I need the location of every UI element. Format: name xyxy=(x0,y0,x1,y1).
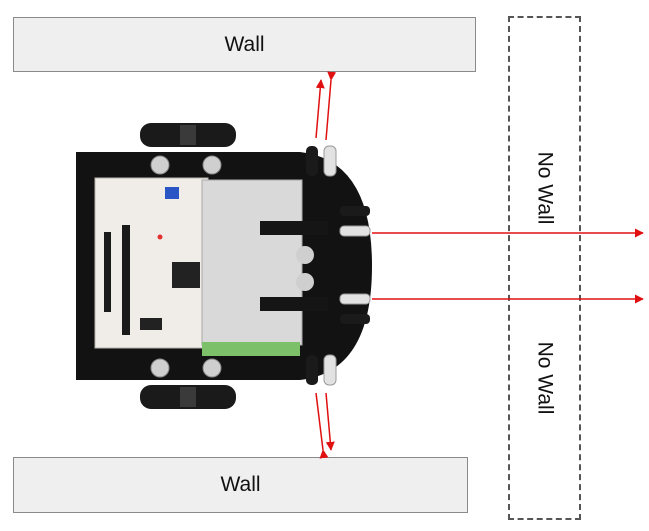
header-pins-1 xyxy=(122,225,130,335)
microcontroller-chip xyxy=(172,262,200,288)
mounting-posts xyxy=(150,155,222,378)
arrow-top-return xyxy=(325,71,337,141)
bracket-hole-bottom xyxy=(296,273,314,291)
reset-button xyxy=(165,187,179,199)
wall-top: Wall xyxy=(13,17,476,72)
wall-bottom: Wall xyxy=(13,457,468,513)
wheel-bottom xyxy=(140,385,236,409)
sensor-top-left xyxy=(306,146,318,176)
bracket-top xyxy=(260,221,328,235)
wheel-top xyxy=(140,123,236,147)
led-red xyxy=(157,234,163,240)
arrow-top-out xyxy=(315,79,325,139)
battery-cover xyxy=(201,179,303,346)
green-terminal xyxy=(202,342,300,356)
signal-arrows xyxy=(315,71,644,459)
wall-top-label: Wall xyxy=(224,32,265,56)
arrow-bottom-out xyxy=(315,392,329,459)
bracket-hole-top xyxy=(296,246,314,264)
sensor-front-upper xyxy=(339,206,371,237)
header-pins-2 xyxy=(104,232,111,312)
sensor-top-right xyxy=(323,145,337,177)
bracket-bottom xyxy=(260,297,328,311)
sensor-bottom-left xyxy=(306,355,318,385)
no-wall-zone: No Wall No Wall xyxy=(508,16,581,520)
arrow-bottom-return xyxy=(325,392,335,451)
sensor-bottom-right xyxy=(323,354,337,386)
wall-bottom-label: Wall xyxy=(220,473,261,496)
small-chip xyxy=(140,318,162,330)
sensor-front-lower xyxy=(339,293,371,324)
